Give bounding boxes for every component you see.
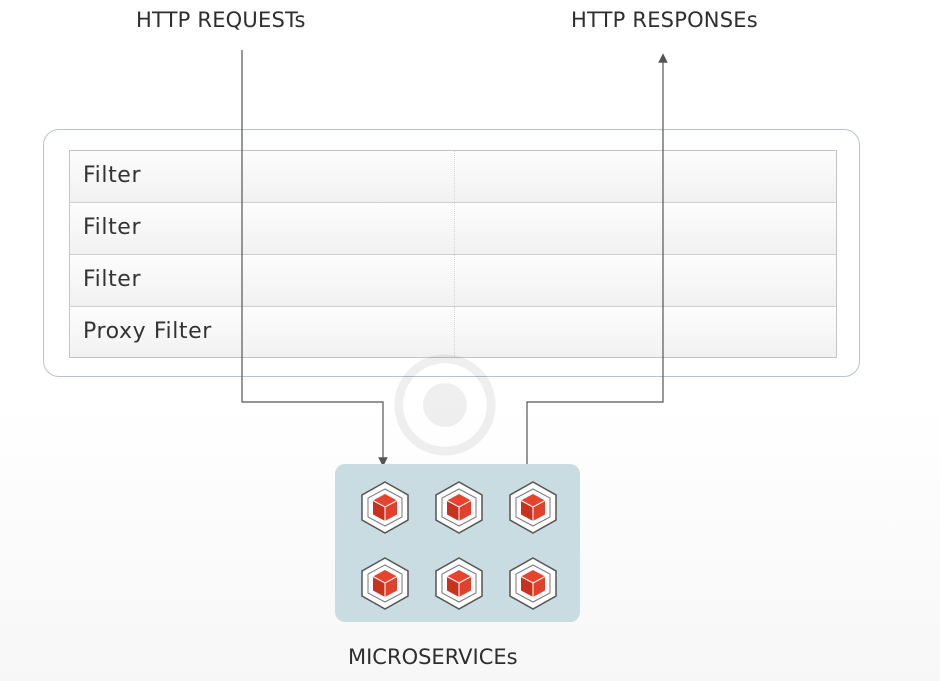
filter-label: Filter xyxy=(83,163,142,188)
column-divider xyxy=(454,203,455,254)
filter-row: Filter xyxy=(70,255,836,307)
filter-row: Filter xyxy=(70,151,836,203)
column-divider xyxy=(454,307,455,357)
request-flow-line xyxy=(241,50,388,467)
filter-row: Filter xyxy=(70,203,836,255)
response-flow-line xyxy=(526,53,668,464)
microservice-cube-icon xyxy=(431,479,487,535)
http-responses-label: HTTP RESPONSEs xyxy=(571,8,758,32)
proxy-filter-row: Proxy Filter xyxy=(70,307,836,357)
microservice-cube-icon xyxy=(505,555,561,611)
http-requests-label: HTTP REQUESTs xyxy=(136,8,306,32)
watermark-logo xyxy=(394,354,496,456)
column-divider xyxy=(454,255,455,306)
filter-label: Filter xyxy=(83,215,142,240)
microservice-cube-icon xyxy=(431,555,487,611)
column-divider xyxy=(454,151,455,202)
proxy-filter-label: Proxy Filter xyxy=(83,319,212,344)
filter-label: Filter xyxy=(83,267,142,292)
microservice-cube-icon xyxy=(505,479,561,535)
microservices-label: MICROSERVICEs xyxy=(348,645,518,669)
filter-table: Filter Filter Filter Proxy Filter xyxy=(69,150,837,358)
microservice-cube-icon xyxy=(357,555,413,611)
microservice-cube-icon xyxy=(357,479,413,535)
